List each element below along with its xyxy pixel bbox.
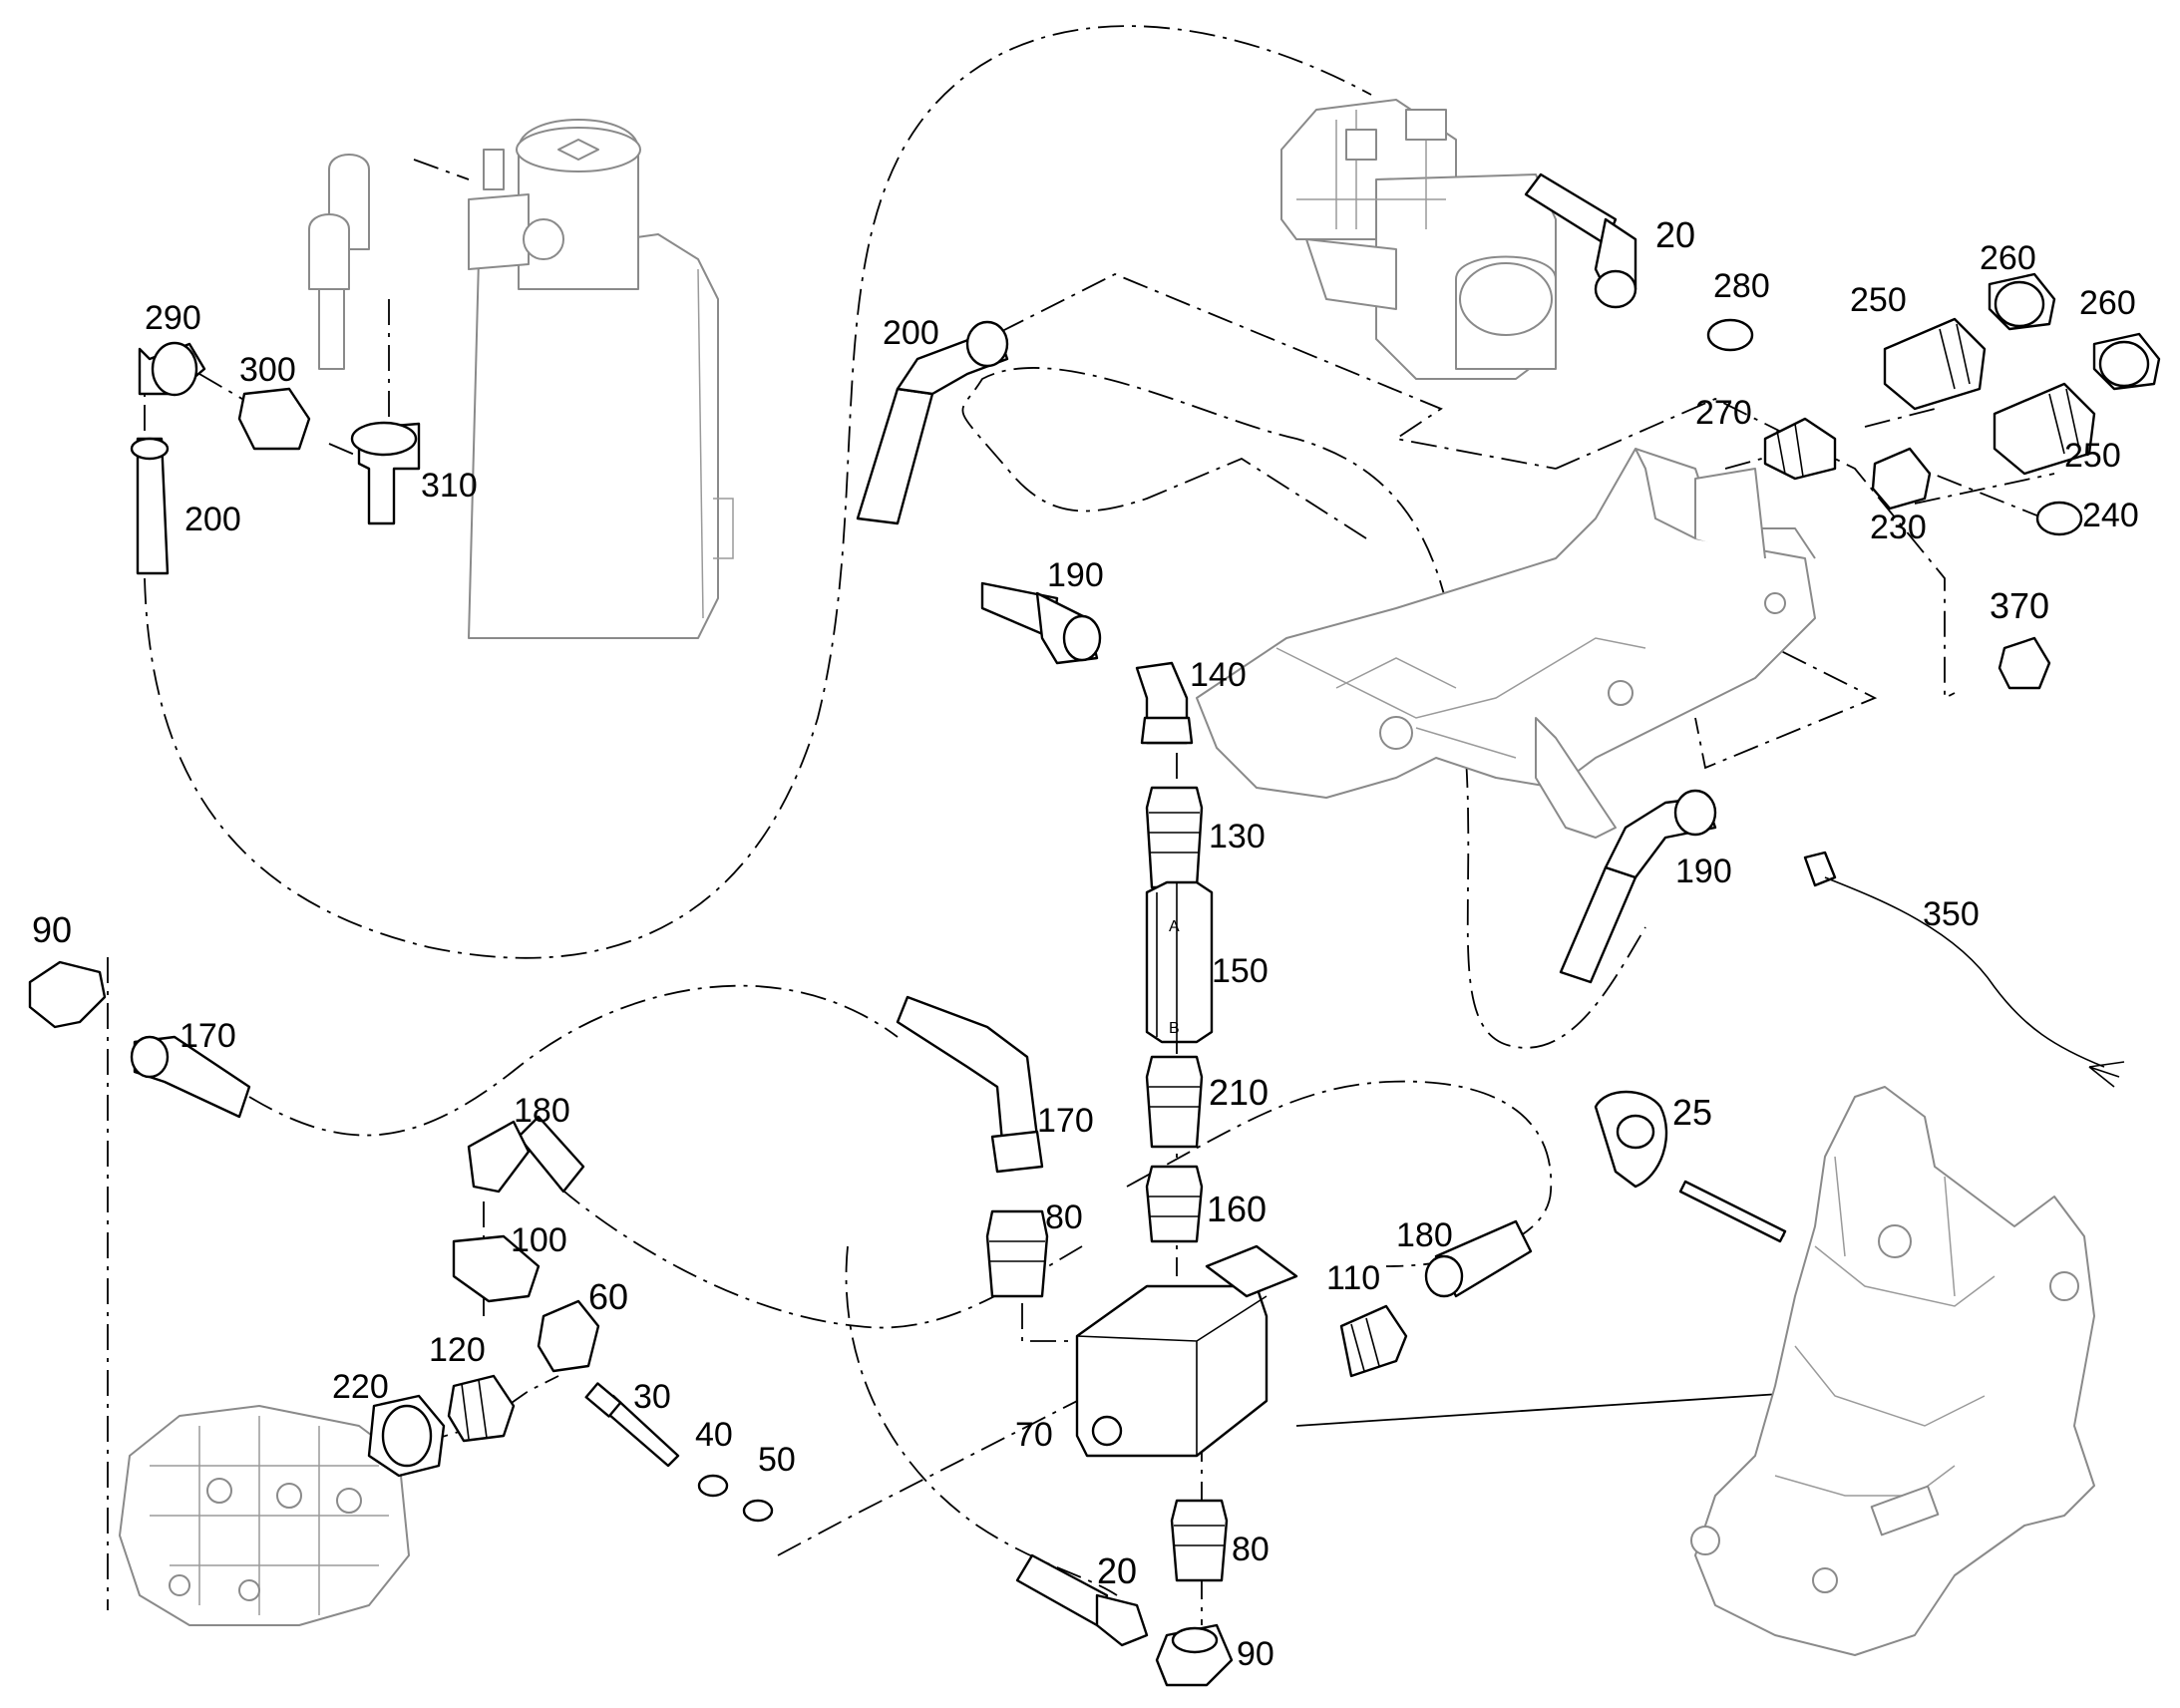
washer-40 [697, 1474, 729, 1498]
label-20-pump: 20 [1655, 214, 1695, 255]
label-230: 230 [1870, 509, 1927, 546]
label-100: 100 [511, 1221, 567, 1259]
label-250-upper: 250 [1850, 281, 1907, 319]
route-hose-200 [999, 273, 1557, 470]
label-180-right: 180 [1396, 1216, 1453, 1254]
elbow-60 [537, 1299, 600, 1373]
adapter-300 [237, 387, 311, 451]
part-labels: 20 20 25 30 40 50 60 70 80 80 90 90 100 … [32, 214, 2139, 1673]
route-pump-to-valve [961, 367, 1646, 1049]
fitting-80-lower [1170, 1499, 1229, 1582]
harness-350 [1803, 851, 1837, 887]
label-160: 160 [1207, 1189, 1267, 1229]
label-170-right: 170 [1037, 1102, 1094, 1140]
label-110: 110 [1326, 1259, 1380, 1297]
label-310: 310 [421, 467, 478, 505]
fitting-110 [1339, 1304, 1408, 1378]
label-190-center: 190 [1047, 556, 1104, 594]
label-180-left: 180 [514, 1092, 570, 1130]
washer-280 [1706, 318, 1754, 352]
label-20-lower: 20 [1097, 1550, 1137, 1591]
label-30: 30 [633, 1378, 671, 1416]
label-170-left: 170 [180, 1017, 236, 1055]
fitting-120 [447, 1374, 516, 1443]
label-70: 70 [1015, 1416, 1053, 1454]
label-140: 140 [1190, 656, 1247, 694]
boom-frame [1678, 1086, 2095, 1656]
hydraulic-parts: A B [28, 172, 2161, 1687]
route-lower-hose [845, 1245, 1118, 1596]
fitting-80-upper [985, 1209, 1049, 1298]
label-50: 50 [758, 1441, 796, 1479]
route-tank-fittings [144, 159, 470, 460]
hydraulic-tank [308, 119, 734, 639]
fitting-210 [1145, 1055, 1204, 1149]
label-250-lower: 250 [2064, 437, 2121, 475]
label-60: 60 [588, 1276, 628, 1317]
hose-20-upper [1524, 172, 1618, 246]
label-260-upper: 260 [1980, 239, 2036, 277]
hose-20-lower [1015, 1553, 1109, 1627]
fitting-160 [1145, 1165, 1204, 1243]
control-valve [119, 1405, 410, 1626]
label-220: 220 [332, 1368, 389, 1406]
fitting-270 [1763, 417, 1837, 481]
label-40: 40 [695, 1416, 733, 1454]
label-200-center: 200 [883, 314, 939, 352]
washer-240 [2035, 501, 2083, 536]
port-a-mark: A [1169, 918, 1180, 935]
label-25: 25 [1672, 1092, 1712, 1133]
label-80-lower: 80 [1232, 1531, 1270, 1568]
label-270: 270 [1695, 394, 1752, 432]
port-b-mark: B [1169, 1020, 1180, 1037]
washer-50 [742, 1499, 774, 1523]
valve-block-70 [1075, 1284, 1269, 1458]
route-frame-back [1555, 398, 1956, 700]
label-200-left: 200 [184, 501, 241, 538]
label-90-lower: 90 [1237, 1635, 1274, 1673]
coupler-250-upper [1883, 317, 1987, 411]
label-90-left: 90 [32, 909, 72, 950]
hose-180-left [517, 1115, 585, 1194]
label-190-right: 190 [1675, 853, 1732, 890]
label-370: 370 [1990, 585, 2049, 626]
label-290: 290 [145, 299, 201, 337]
plug-370 [1998, 636, 2051, 690]
label-260-lower: 260 [2079, 284, 2136, 322]
label-240: 240 [2082, 497, 2139, 534]
hose-200-center [856, 387, 934, 525]
elbow-90-left [28, 960, 107, 1029]
label-150: 150 [1212, 952, 1269, 990]
label-300: 300 [239, 351, 296, 389]
label-120: 120 [429, 1331, 486, 1369]
route-hose-170-loop [248, 984, 899, 1137]
fitting-130 [1145, 786, 1204, 889]
pump-assembly [1280, 99, 1557, 380]
label-130: 130 [1209, 818, 1266, 855]
route-tank-loop [144, 25, 1372, 959]
label-350: 350 [1923, 895, 1980, 933]
hose-190-right [1559, 865, 1637, 984]
hose-170-right [896, 995, 1039, 1144]
tee-100 [452, 1234, 541, 1303]
label-210: 210 [1209, 1072, 1269, 1113]
route-block-right [1694, 568, 1878, 770]
label-80-upper: 80 [1045, 1198, 1083, 1236]
route-block-to-180 [1126, 1080, 1553, 1267]
label-280: 280 [1713, 267, 1770, 305]
fitting-230 [1871, 447, 1932, 511]
rear-frame [1196, 448, 1816, 839]
leader-block-to-frame [1295, 1390, 1826, 1427]
